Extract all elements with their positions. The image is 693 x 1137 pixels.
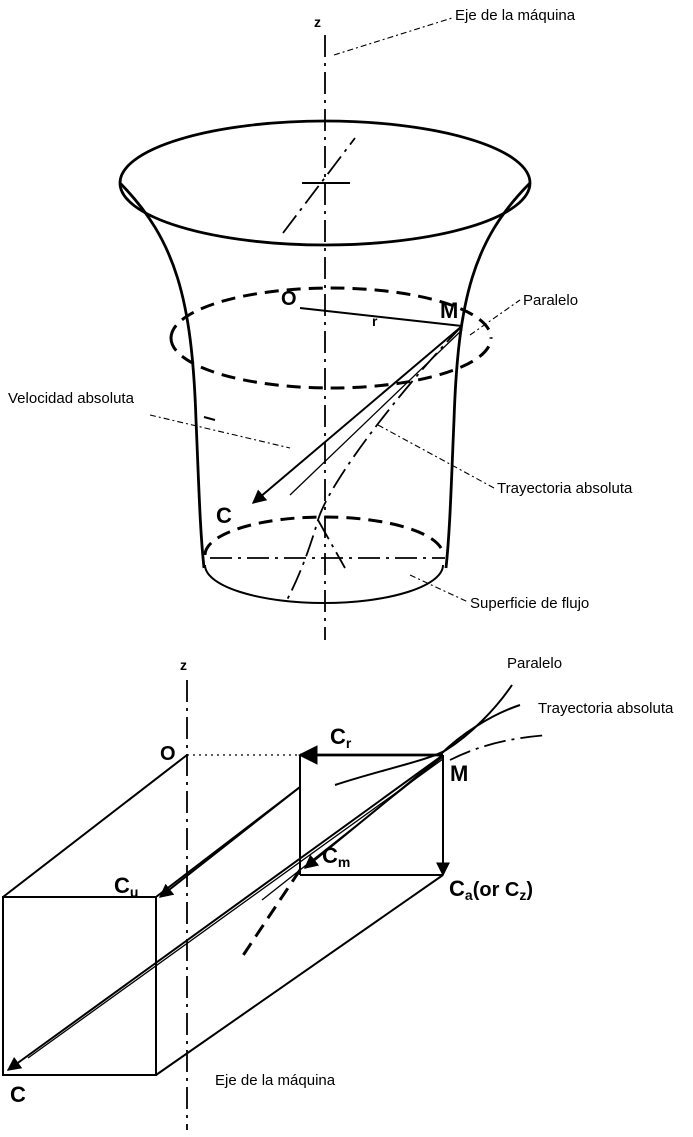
top-machine-axis-leader: [333, 17, 453, 56]
trajectory-tail: [317, 519, 346, 569]
top-right-wall: [444, 182, 531, 569]
top-point-r: r: [372, 313, 378, 329]
absolute-trajectory-curve: [286, 325, 463, 601]
flow-surface-leader: [409, 574, 469, 603]
top-machine-axis-label: Eje de la máquina: [455, 7, 576, 24]
parallel-ellipse-front: [169, 337, 493, 390]
bottom-point-C: C: [10, 1082, 26, 1107]
bottom-point-O: O: [160, 743, 176, 765]
radius-line: [299, 307, 463, 327]
bottom-trajectory-dashdot: [449, 734, 549, 761]
absolute-velocity-tick: [203, 416, 216, 421]
bottom-machine-axis-label: Eje de la máquina: [215, 1072, 336, 1089]
top-point-O: O: [281, 288, 297, 310]
cr-label: Cr: [330, 724, 352, 751]
absolute-trajectory-leader: [377, 424, 495, 489]
top-parallel-label: Paralelo: [523, 292, 578, 309]
box-edge-bottom-right: [155, 874, 444, 1076]
bottom-figure: z O M C Paralelo Trayecto: [2, 655, 674, 1130]
c-vector-2: [27, 758, 444, 1059]
absolute-velocity-vector: [251, 325, 463, 504]
cu-vector: [158, 786, 301, 898]
cu-label: Cu: [114, 873, 138, 900]
parallel-ellipse-back: [169, 286, 493, 339]
absolute-velocity-leader: [149, 414, 291, 449]
bottom-parallel-label: Paralelo: [507, 655, 562, 672]
cm-label: Cm: [322, 843, 350, 870]
top-axis-label: z: [314, 14, 321, 30]
top-left-wall: [119, 182, 206, 569]
box-edge-top-left: [2, 754, 188, 898]
top-parallel-leader: [469, 299, 521, 336]
top-point-M: M: [440, 298, 458, 323]
box-front-face: [2, 896, 157, 1076]
bottom-point-M: M: [450, 761, 468, 786]
top-figure: z Eje de la máquina O r M C Paralelo Vel…: [8, 7, 633, 640]
bottom-trajectory-curve: [439, 704, 521, 756]
top-rim-diameter: [282, 137, 356, 234]
bottom-trajectory-label: Trayectoria absoluta: [538, 700, 674, 717]
absolute-velocity-vector-2: [289, 329, 463, 496]
absolute-trajectory-label: Trayectoria absoluta: [497, 480, 633, 497]
cm-guide: [261, 756, 444, 901]
bottom-axis-label: z: [180, 657, 187, 673]
cm-dashed-extension: [238, 869, 302, 961]
flow-ellipse-front: [204, 564, 444, 604]
c-vector: [6, 754, 444, 1071]
top-point-C: C: [216, 503, 232, 528]
ca-label: Ca(or Cz): [449, 876, 533, 903]
flow-surface-label: Superficie de flujo: [470, 595, 589, 612]
absolute-velocity-label: Velocidad absoluta: [8, 390, 135, 407]
flow-ellipse-back: [203, 515, 445, 556]
